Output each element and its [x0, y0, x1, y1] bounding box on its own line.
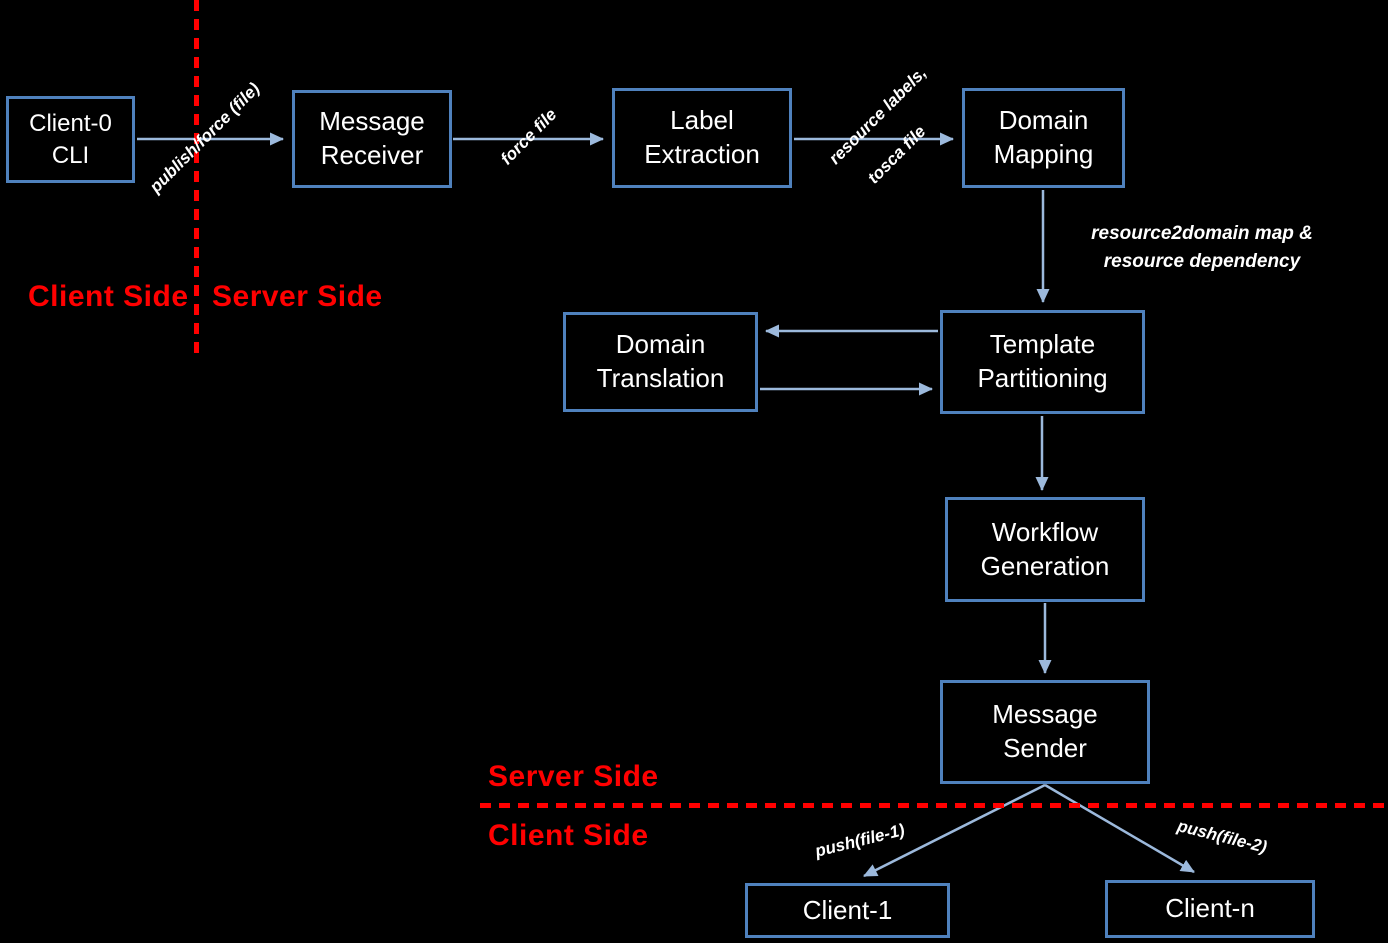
region-label-server-side-bottom: Server Side	[488, 760, 659, 793]
node-client-1-label: Client-1	[802, 894, 893, 925]
node-template-partitioning-label: Template Partitioning	[977, 329, 1108, 393]
region-label-client-side-top: Client Side	[28, 280, 189, 313]
node-message-receiver-label: Message Receiver	[319, 106, 425, 170]
node-message-sender-label: Message Sender	[992, 699, 1098, 763]
node-domain-mapping: Domain Mapping	[962, 88, 1125, 188]
node-message-receiver: Message Receiver	[292, 90, 452, 188]
node-domain-mapping-label: Domain Mapping	[993, 105, 1094, 169]
node-client0-cli-label: Client-0 CLI	[29, 110, 112, 169]
node-message-sender: Message Sender	[940, 680, 1150, 784]
arrow-message-sender-to-client1	[863, 783, 1046, 878]
server-client-divider-bottom	[480, 803, 1388, 808]
node-label-extraction: Label Extraction	[612, 88, 792, 188]
node-workflow-generation: Workflow Generation	[945, 497, 1145, 602]
client-server-divider-top	[194, 0, 199, 356]
node-client0-cli: Client-0 CLI	[6, 96, 135, 183]
region-label-server-side-top: Server Side	[212, 280, 383, 313]
node-template-partitioning: Template Partitioning	[940, 310, 1145, 414]
node-domain-translation: Domain Translation	[563, 312, 758, 412]
node-client-1: Client-1	[745, 883, 950, 938]
edge-label-resource2domain-map: resource2domain map & resource dependenc…	[1091, 223, 1313, 272]
region-label-client-side-bottom: Client Side	[488, 819, 649, 852]
node-client-n-label: Client-n	[1165, 893, 1255, 924]
node-label-extraction-label: Label Extraction	[644, 105, 760, 169]
arrow-message-sender-to-clientn	[1044, 783, 1195, 874]
node-workflow-generation-label: Workflow Generation	[980, 516, 1110, 581]
node-client-n: Client-n	[1105, 880, 1315, 938]
node-domain-translation-label: Domain Translation	[596, 329, 725, 393]
